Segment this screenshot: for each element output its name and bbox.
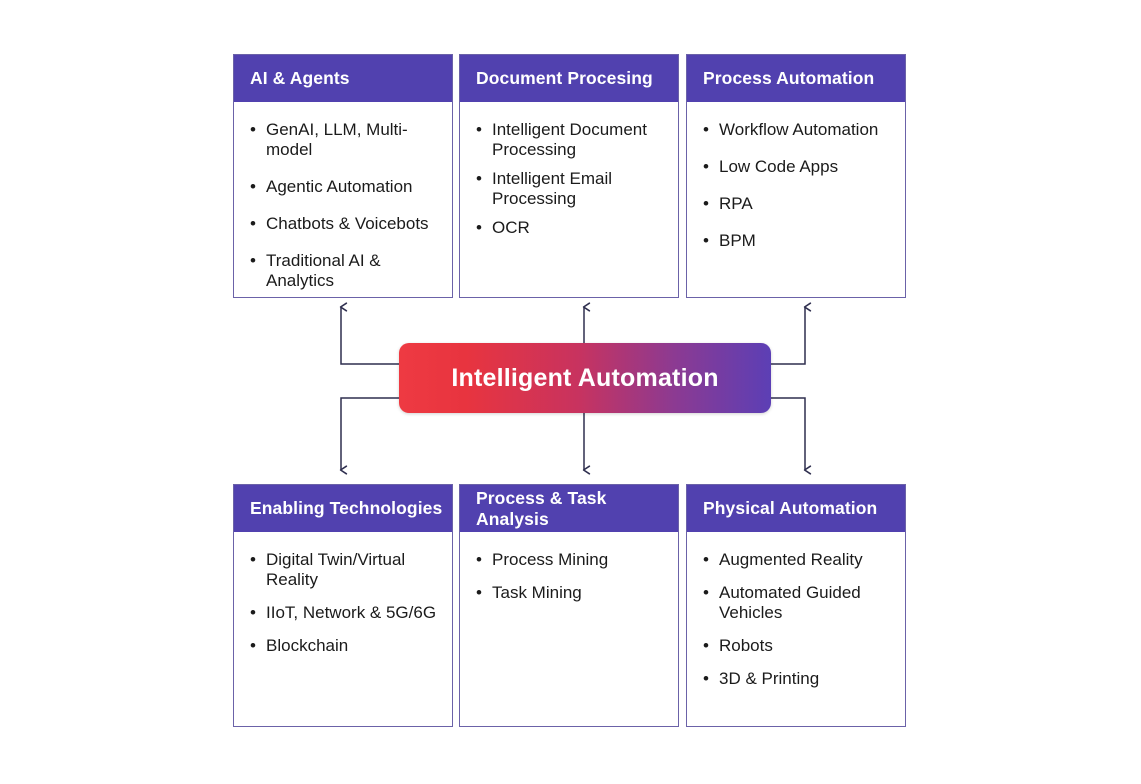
list-item-label: RPA [719,194,753,214]
list-item: • OCR [474,218,664,238]
bullet-dot-icon: • [703,157,709,177]
list-item-label: Blockchain [266,636,349,656]
connector-process-automation [771,302,812,365]
list-item: • Low Code Apps [701,157,891,177]
bullet-dot-icon: • [703,231,709,251]
list-item: • Automated Guided Vehicles [701,583,869,623]
card-title-enabling-technologies: Enabling Technologies [234,485,452,532]
list-item-label: Robots [719,636,773,656]
bullet-dot-icon: • [250,251,256,271]
list-item: • Digital Twin/Virtual Reality [248,550,438,590]
card-body-document-processing: • Intelligent Document Processing • Inte… [460,102,678,297]
list-item-label: GenAI, LLM, Multi-model [266,120,408,160]
list-item-label: BPM [719,231,756,251]
list-item: • IIoT, Network & 5G/6G [248,603,438,623]
list-item: • 3D & Printing [701,669,891,689]
bullet-dot-icon: • [703,583,709,603]
list-item: • Intelligent Email Processing [474,169,664,209]
card-title-physical-automation: Physical Automation [687,485,905,532]
card-process-automation[interactable]: Process Automation • Workflow Automation… [686,54,906,298]
list-item: • Process Mining [474,550,664,570]
center-banner-label: Intelligent Automation [451,363,719,392]
list-item-label: Chatbots & Voicebots [266,214,429,234]
list-item-label: Automated Guided Vehicles [719,583,861,623]
bullet-dot-icon: • [703,550,709,569]
list-item: • RPA [701,194,891,214]
bullet-dot-icon: • [703,669,709,689]
list-item: • GenAI, LLM, Multi-model [248,120,438,160]
bullet-dot-icon: • [703,194,709,214]
list-item-label: Process Mining [492,550,609,569]
bullet-dot-icon: • [476,120,482,139]
list-item-label: IIoT, Network & 5G/6G [266,603,437,623]
list-item-label: Workflow Automation [719,120,879,139]
card-enabling-technologies[interactable]: Enabling Technologies • Digital Twin/Vir… [233,484,453,727]
list-item: • Chatbots & Voicebots [248,214,438,234]
center-banner[interactable]: Intelligent Automation [399,343,771,413]
bullet-dot-icon: • [250,603,256,623]
list-item-label: Intelligent Document Processing [492,120,647,160]
list-item: • Blockchain [248,636,438,656]
bullet-dot-icon: • [250,636,256,656]
card-title-process-automation: Process Automation [687,55,905,102]
card-title-process-task-analysis: Process & Task Analysis [460,485,678,532]
bullet-list-process-automation: • Workflow Automation • Low Code Apps • … [701,120,891,251]
list-item: • BPM [701,231,891,251]
card-document-processing[interactable]: Document Procesing • Intelligent Documen… [459,54,679,298]
bullet-list-document-processing: • Intelligent Document Processing • Inte… [474,120,664,238]
list-item-label: Task Mining [492,583,582,603]
card-physical-automation[interactable]: Physical Automation • Augmented Reality … [686,484,906,727]
bullet-dot-icon: • [476,218,482,238]
card-ai-agents[interactable]: AI & Agents • GenAI, LLM, Multi-model • … [233,54,453,298]
card-body-ai-agents: • GenAI, LLM, Multi-model • Agentic Auto… [234,102,452,301]
card-body-process-automation: • Workflow Automation • Low Code Apps • … [687,102,905,297]
bullet-list-enabling-technologies: • Digital Twin/Virtual Reality • IIoT, N… [248,550,438,656]
connector-enabling-technologies [339,397,399,475]
list-item-label: Augmented Reality [719,550,863,569]
list-item: • Traditional AI & Analytics [248,251,438,291]
card-body-physical-automation: • Augmented Reality • Automated Guided V… [687,532,905,726]
card-body-process-task-analysis: • Process Mining • Task Mining [460,532,678,726]
list-item-label: Low Code Apps [719,157,839,177]
list-item-label: Traditional AI & Analytics [266,251,381,291]
card-process-task-analysis[interactable]: Process & Task Analysis • Process Mining… [459,484,679,727]
list-item: • Intelligent Document Processing [474,120,664,160]
bullet-dot-icon: • [250,120,256,139]
bullet-dot-icon: • [476,169,482,189]
list-item-label: Intelligent Email Processing [492,169,613,209]
list-item: • Agentic Automation [248,177,438,197]
list-item-label: Digital Twin/Virtual Reality [266,550,406,590]
connector-ai-agents [339,302,399,365]
connector-physical-automation [771,397,812,475]
card-title-document-processing: Document Procesing [460,55,678,102]
bullet-dot-icon: • [250,550,256,569]
bullet-dot-icon: • [250,214,256,234]
list-item-label: 3D & Printing [719,669,820,689]
list-item: • Task Mining [474,583,664,603]
list-item-label: Agentic Automation [266,177,413,197]
list-item-label: OCR [492,218,530,238]
list-item: • Robots [701,636,891,656]
bullet-dot-icon: • [703,120,709,139]
bullet-dot-icon: • [250,177,256,197]
card-body-enabling-technologies: • Digital Twin/Virtual Reality • IIoT, N… [234,532,452,726]
bullet-dot-icon: • [703,636,709,656]
list-item: • Workflow Automation [701,120,891,140]
bullet-list-process-task-analysis: • Process Mining • Task Mining [474,550,664,603]
card-title-ai-agents: AI & Agents [234,55,452,102]
bullet-dot-icon: • [476,550,482,569]
bullet-dot-icon: • [476,583,482,603]
bullet-list-physical-automation: • Augmented Reality • Automated Guided V… [701,550,891,689]
list-item: • Augmented Reality [701,550,891,570]
bullet-list-ai-agents: • GenAI, LLM, Multi-model • Agentic Auto… [248,120,438,291]
